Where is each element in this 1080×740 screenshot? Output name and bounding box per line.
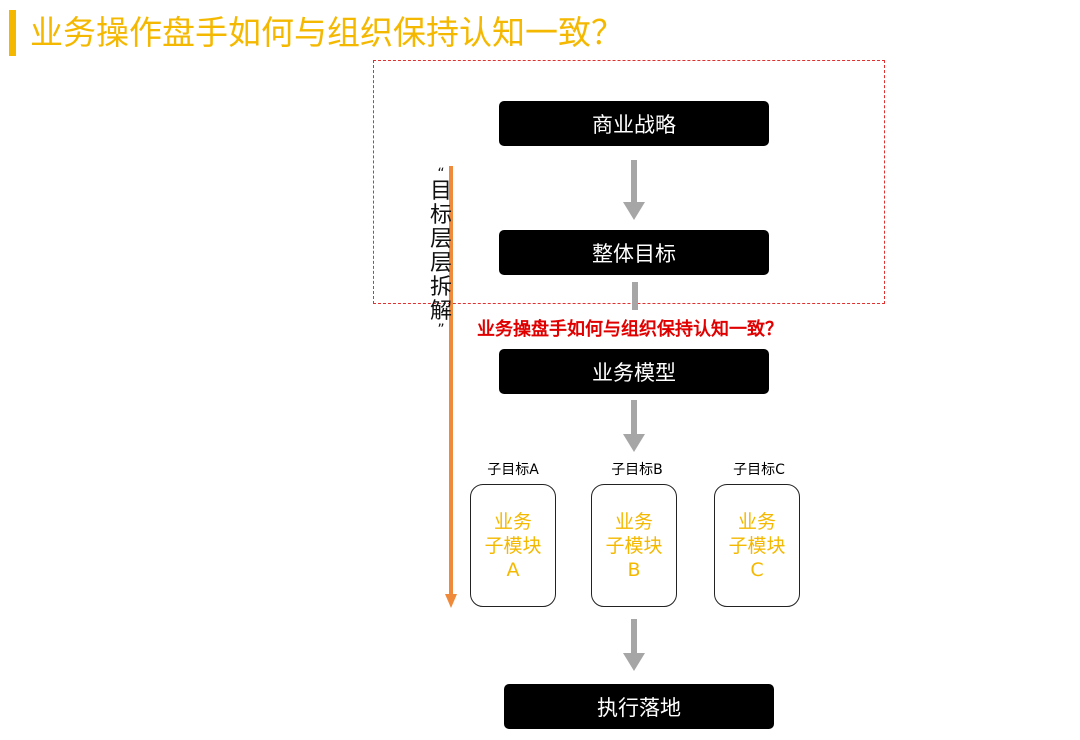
sub-module-line: B xyxy=(627,558,641,581)
strategy-box: 商业战略 xyxy=(499,101,769,146)
label-char: 标 xyxy=(429,203,452,228)
sub-module-line: 业务 xyxy=(614,510,653,533)
sub-module-line: C xyxy=(750,558,764,581)
execution-box: 执行落地 xyxy=(504,684,774,729)
business-model-label: 业务模型 xyxy=(592,360,676,385)
strategy-label: 商业战略 xyxy=(592,112,676,137)
arrow-strategy-to-goal xyxy=(623,160,645,220)
decomposition-arrow xyxy=(445,166,457,608)
sub-goal-label-c: 子目标C xyxy=(733,462,785,478)
alignment-question: 业务操盘手如何与组织保持认知一致？ xyxy=(477,319,783,340)
overall-goal-label: 整体目标 xyxy=(592,241,676,266)
arrow-model-to-subgoals xyxy=(623,400,645,452)
sub-module-line: 子模块 xyxy=(605,534,663,557)
page-title: 业务操作盘手如何与组织保持认知一致？ xyxy=(30,13,624,52)
sub-goal-label-a: 子目标A xyxy=(487,462,539,478)
label-char: 解 xyxy=(429,299,452,324)
sub-module-line: A xyxy=(506,558,520,581)
close-quote: ” xyxy=(437,322,445,338)
arrow-subgoals-to-execution xyxy=(623,619,645,671)
label-char: 拆 xyxy=(429,275,452,300)
sub-module-line: 子模块 xyxy=(728,534,786,557)
open-quote: “ xyxy=(437,166,445,182)
strategy-goal-dashed-frame xyxy=(373,60,885,304)
sub-module-c: 业务 子模块 C xyxy=(714,484,800,607)
sub-module-line: 子模块 xyxy=(484,534,542,557)
label-char: 层 xyxy=(429,251,452,276)
sub-module-b: 业务 子模块 B xyxy=(591,484,677,607)
decomposition-label: “ 目 标 层 层 拆 解 ” xyxy=(426,166,456,338)
title-accent-bar xyxy=(9,10,16,56)
arrow-goal-to-model-stub xyxy=(632,282,638,310)
label-char: 层 xyxy=(429,227,452,252)
label-char: 目 xyxy=(429,179,452,204)
sub-module-line: 业务 xyxy=(737,510,776,533)
business-model-box: 业务模型 xyxy=(499,349,769,394)
sub-goal-label-b: 子目标B xyxy=(611,462,663,478)
overall-goal-box: 整体目标 xyxy=(499,230,769,275)
sub-module-line: 业务 xyxy=(493,510,532,533)
sub-module-a: 业务 子模块 A xyxy=(470,484,556,607)
execution-label: 执行落地 xyxy=(597,695,681,720)
